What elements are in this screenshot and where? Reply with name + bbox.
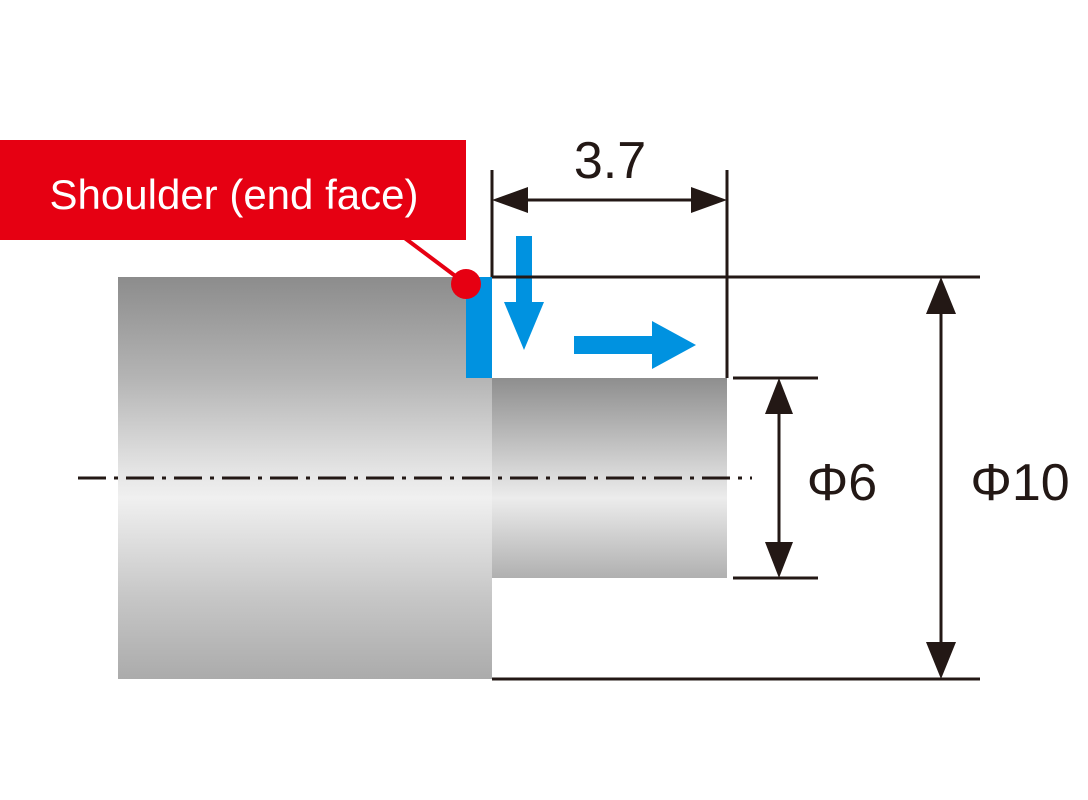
callout-label: Shoulder (end face) bbox=[50, 171, 419, 218]
shoulder-callout: Shoulder (end face) bbox=[0, 140, 481, 299]
arrow-down-icon bbox=[504, 236, 544, 350]
label-small-diameter: Φ6 bbox=[807, 454, 877, 512]
dimension-large-arrowheads bbox=[926, 277, 956, 679]
dimension-small-arrowheads bbox=[765, 378, 793, 578]
label-large-diameter: Φ10 bbox=[970, 454, 1069, 512]
label-shoulder-length: 3.7 bbox=[574, 132, 646, 190]
arrow-right-icon bbox=[574, 321, 696, 369]
dimension-shoulder-length bbox=[490, 170, 729, 378]
dimension-length-arrowheads bbox=[492, 187, 727, 213]
